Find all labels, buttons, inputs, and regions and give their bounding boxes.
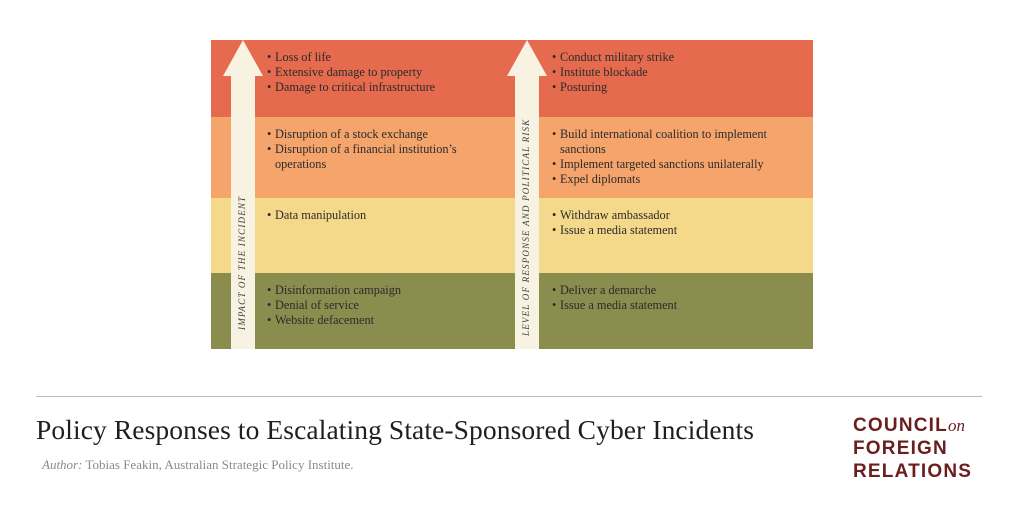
arrow-up-icon <box>507 40 547 349</box>
list-item: Disruption of a stock exchange <box>267 127 489 142</box>
severity-band: Data manipulation Withdraw ambassadorIssu… <box>211 198 813 273</box>
impact-column-list: Loss of lifeExtensive damage to property… <box>267 50 489 95</box>
response-column: Conduct military strikeInstitute blockad… <box>552 50 802 95</box>
author-byline: Author: Tobias Feakin, Australian Strate… <box>42 457 354 473</box>
response-column-list: Deliver a demarcheIssue a media statemen… <box>552 283 802 313</box>
impact-arrow <box>223 40 263 349</box>
list-item: Deliver a demarche <box>552 283 802 298</box>
list-item: Implement targeted sanctions unilaterall… <box>552 157 802 172</box>
list-item: Issue a media statement <box>552 298 802 313</box>
footer-divider <box>36 396 982 397</box>
response-column-list: Build international coalition to impleme… <box>552 127 802 187</box>
page-title: Policy Responses to Escalating State-Spo… <box>36 414 755 445</box>
list-item: Damage to critical infrastructure <box>267 80 489 95</box>
impact-column-list: Data manipulation <box>267 208 489 223</box>
response-column-list: Conduct military strikeInstitute blockad… <box>552 50 802 95</box>
author-label: Author: <box>42 457 83 472</box>
logo-on: on <box>947 416 965 435</box>
response-column: Build international coalition to impleme… <box>552 127 802 187</box>
response-column: Deliver a demarcheIssue a media statemen… <box>552 283 802 313</box>
list-item: Disruption of a financial institution’s … <box>267 142 489 172</box>
list-item: Data manipulation <box>267 208 489 223</box>
severity-band: Disruption of a stock exchangeDisruption… <box>211 117 813 198</box>
list-item: Disinformation campaign <box>267 283 489 298</box>
list-item: Loss of life <box>267 50 489 65</box>
logo-line-2: FOREIGN <box>853 438 948 459</box>
list-item: Extensive damage to property <box>267 65 489 80</box>
logo-line-1: COUNCIL <box>853 415 948 436</box>
impact-column-list: Disruption of a stock exchangeDisruption… <box>267 127 489 172</box>
cfr-logo: COUNCILon FOREIGN RELATIONS <box>853 414 972 483</box>
list-item: Withdraw ambassador <box>552 208 802 223</box>
list-item: Conduct military strike <box>552 50 802 65</box>
list-item: Posturing <box>552 80 802 95</box>
list-item: Website defacement <box>267 313 489 328</box>
response-column: Withdraw ambassadorIssue a media stateme… <box>552 208 802 238</box>
impact-axis-label: IMPACT OF THE INCIDENT <box>237 195 247 330</box>
response-arrow <box>507 40 547 349</box>
severity-band: Loss of lifeExtensive damage to property… <box>211 40 813 117</box>
response-axis-label: LEVEL OF RESPONSE AND POLITICAL RISK <box>521 118 531 336</box>
list-item: Institute blockade <box>552 65 802 80</box>
escalation-diagram: Loss of lifeExtensive damage to property… <box>211 40 813 349</box>
impact-column-list: Disinformation campaignDenial of service… <box>267 283 489 328</box>
impact-column: Loss of lifeExtensive damage to property… <box>267 50 489 95</box>
impact-column: Disinformation campaignDenial of service… <box>267 283 489 328</box>
logo-line-3: RELATIONS <box>853 461 973 482</box>
impact-column: Data manipulation <box>267 208 489 223</box>
list-item: Denial of service <box>267 298 489 313</box>
response-column-list: Withdraw ambassadorIssue a media stateme… <box>552 208 802 238</box>
list-item: Build international coalition to impleme… <box>552 127 802 157</box>
severity-band: Disinformation campaignDenial of service… <box>211 273 813 349</box>
list-item: Issue a media statement <box>552 223 802 238</box>
impact-column: Disruption of a stock exchangeDisruption… <box>267 127 489 172</box>
author-text: Tobias Feakin, Australian Strategic Poli… <box>85 457 354 472</box>
list-item: Expel diplomats <box>552 172 802 187</box>
arrow-up-icon <box>223 40 263 349</box>
